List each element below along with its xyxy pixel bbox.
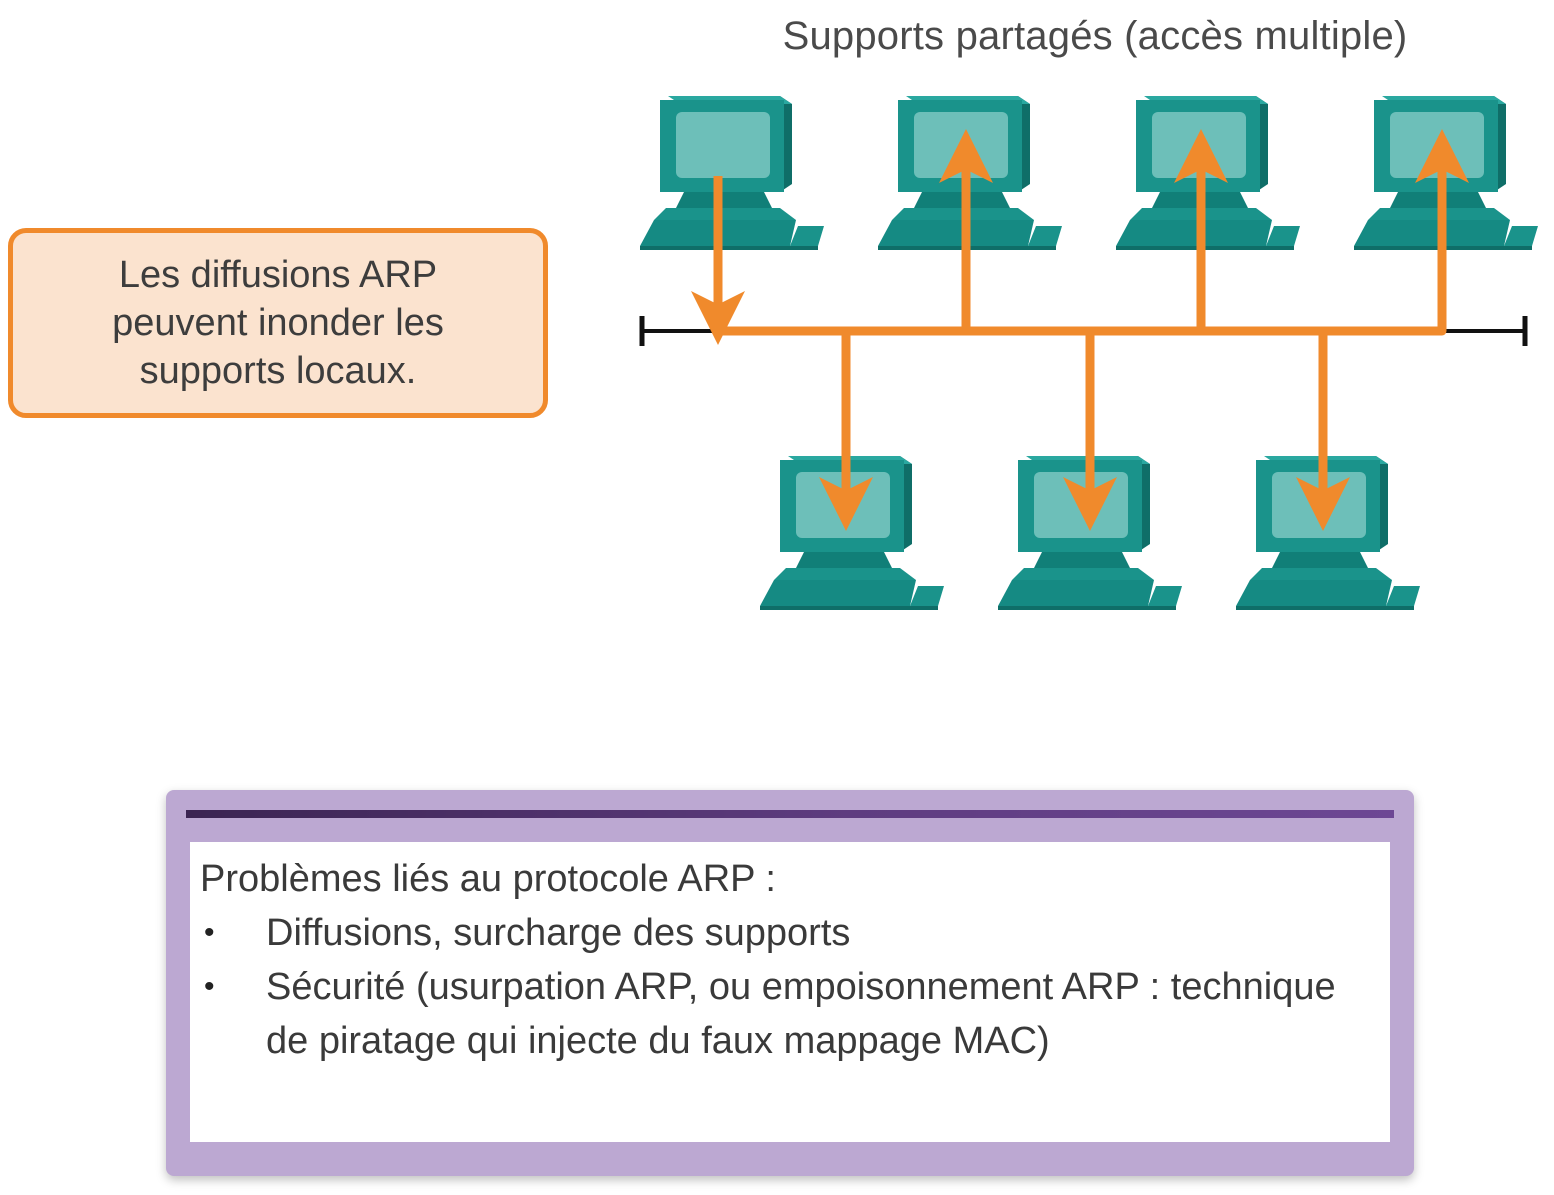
arp-issues-panel: Problèmes liés au protocole ARP : • Diff… — [190, 842, 1390, 1142]
diagram-title: Supports partagés (accès multiple) — [782, 14, 1408, 58]
callout-text: Les diffusions ARP peuvent inonder les s… — [112, 254, 444, 392]
arp-broadcast-callout: Les diffusions ARP peuvent inonder les s… — [8, 228, 548, 418]
computer-icon — [640, 96, 824, 250]
bullet-icon: • — [204, 970, 215, 1003]
list-item: • Diffusions, surcharge des supports — [200, 906, 1380, 960]
list-item: • Sécurité (usurpation ARP, ou empoisonn… — [200, 960, 1380, 1068]
computer-icon — [1116, 96, 1300, 250]
network-diagram — [639, 96, 1538, 610]
arp-issues-heading: Problèmes liés au protocole ARP : — [200, 858, 776, 900]
computer-icon — [760, 456, 944, 610]
box-header-bar — [186, 810, 1394, 818]
arp-issues-box: Problèmes liés au protocole ARP : • Diff… — [166, 790, 1414, 1176]
computer-icon — [1236, 456, 1420, 610]
arp-issues-list: • Diffusions, surcharge des supports • S… — [200, 906, 1380, 1068]
bullet-icon: • — [204, 916, 215, 949]
list-item-text: Sécurité (usurpation ARP, ou empoisonnem… — [266, 966, 1336, 1062]
list-item-text: Diffusions, surcharge des supports — [266, 912, 851, 954]
